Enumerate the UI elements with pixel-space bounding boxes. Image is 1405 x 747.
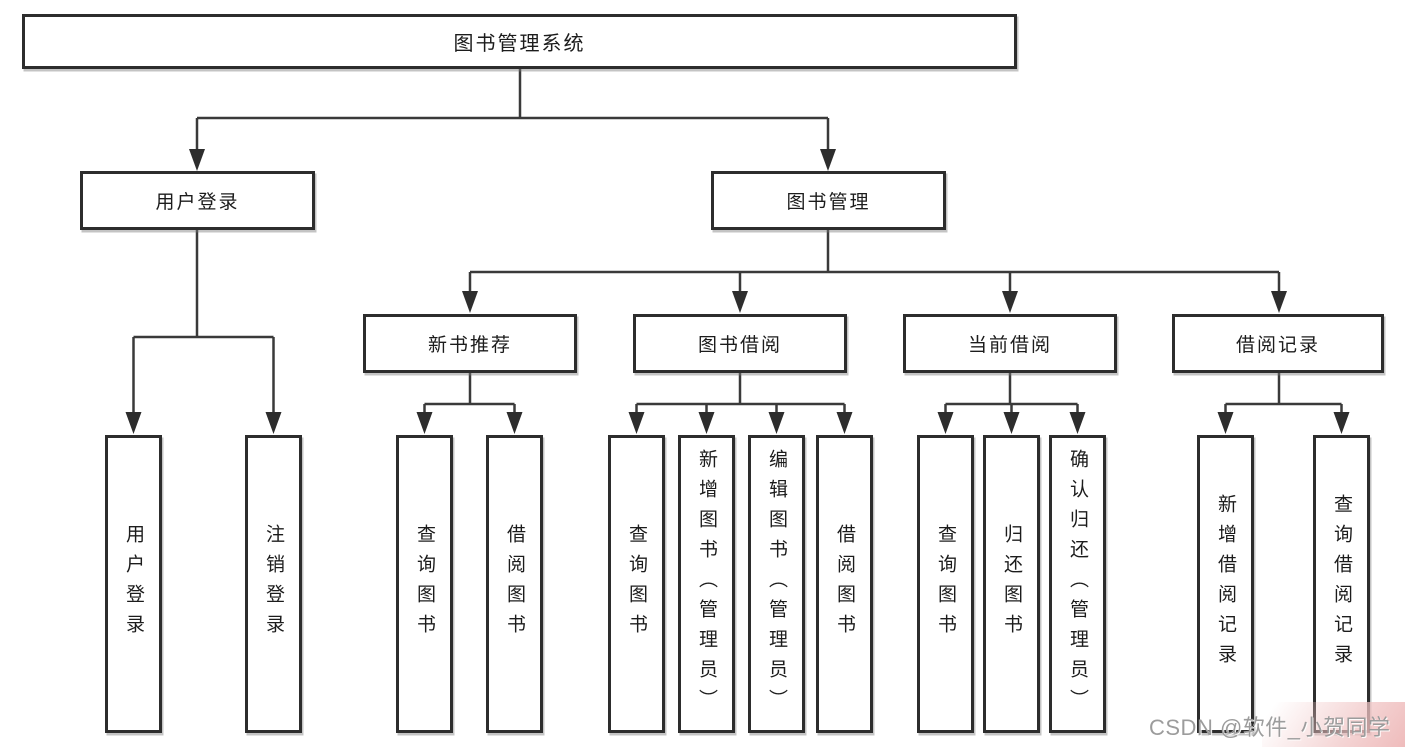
arrowhead [820, 149, 836, 171]
arrowhead [416, 412, 433, 434]
connector-bookmgmt-split [468, 230, 1281, 293]
connector-current-split [944, 373, 1079, 414]
leaf-current-query-books: 查询图书 [917, 435, 974, 733]
arrowhead [1003, 412, 1020, 434]
leaf-current-return-books: 归还图书 [983, 435, 1040, 733]
leaf-borrowing-borrow-books: 借阅图书 [816, 435, 873, 733]
node-new-book-recommend: 新书推荐 [363, 314, 577, 373]
leaf-recommend-query-books: 查询图书 [396, 435, 453, 733]
arrowhead [265, 412, 282, 434]
node-label: 归还图书 [1001, 524, 1022, 644]
node-label: 图书借阅 [697, 335, 782, 356]
node-label: 借阅记录 [1235, 335, 1320, 356]
leaf-records-query-record: 查询借阅记录 [1313, 435, 1370, 733]
connector-records-split [1224, 373, 1343, 414]
node-label: 用户登录 [123, 524, 144, 644]
node-label: 新书推荐 [427, 335, 512, 356]
node-library-management-system: 图书管理系统 [22, 14, 1017, 69]
connector-borrowing-split [635, 373, 846, 414]
leaf-borrowing-edit-books-admin: 编辑图书（管理员） [748, 435, 805, 733]
arrowhead [125, 412, 142, 434]
arrowhead [1271, 291, 1287, 313]
node-label: 查询借阅记录 [1331, 494, 1352, 674]
node-label: 注销登录 [263, 524, 284, 644]
connector-root-split [195, 69, 830, 151]
node-label: 用户登录 [155, 192, 240, 213]
node-book-management: 图书管理 [711, 171, 946, 230]
node-label: 查询图书 [626, 524, 647, 644]
node-label: 查询图书 [414, 524, 435, 644]
node-label: 图书管理系统 [453, 33, 586, 55]
node-label: 新增图书（管理员） [696, 449, 717, 719]
node-label: 新增借阅记录 [1215, 494, 1236, 674]
node-label: 当前借阅 [967, 335, 1052, 356]
arrowhead [732, 291, 748, 313]
node-label: 查询图书 [935, 524, 956, 644]
connector-recommend-split [423, 373, 516, 414]
node-label: 图书管理 [786, 192, 871, 213]
arrowhead [836, 412, 853, 434]
watermark-pink-corner [1262, 702, 1405, 747]
csdn-watermark: CSDN @软件_小贺同学 [1149, 715, 1391, 740]
node-label: 借阅图书 [504, 524, 525, 644]
leaf-records-add-record: 新增借阅记录 [1197, 435, 1254, 733]
leaf-current-confirm-return-admin: 确认归还（管理员） [1049, 435, 1106, 733]
arrowhead [768, 412, 785, 434]
arrowhead [462, 291, 478, 313]
arrowhead [1333, 412, 1350, 434]
node-label: 借阅图书 [834, 524, 855, 644]
connector-userlogin-split [132, 230, 275, 414]
arrowhead [628, 412, 645, 434]
leaf-borrowing-query-books: 查询图书 [608, 435, 665, 733]
arrowhead [1002, 291, 1018, 313]
node-user-login: 用户登录 [80, 171, 315, 230]
arrowhead [1069, 412, 1086, 434]
arrowhead [1217, 412, 1234, 434]
node-current-borrowing: 当前借阅 [903, 314, 1117, 373]
arrowhead [698, 412, 715, 434]
leaf-user-login: 用户登录 [105, 435, 162, 733]
node-book-borrowing: 图书借阅 [633, 314, 847, 373]
leaf-logout-login: 注销登录 [245, 435, 302, 733]
arrowhead [189, 149, 205, 171]
arrowhead [937, 412, 954, 434]
arrowhead [506, 412, 523, 434]
leaf-recommend-borrow-books: 借阅图书 [486, 435, 543, 733]
leaf-borrowing-add-books-admin: 新增图书（管理员） [678, 435, 735, 733]
node-borrowing-records: 借阅记录 [1172, 314, 1384, 373]
node-label: 编辑图书（管理员） [766, 449, 787, 719]
node-label: 确认归还（管理员） [1067, 449, 1088, 719]
